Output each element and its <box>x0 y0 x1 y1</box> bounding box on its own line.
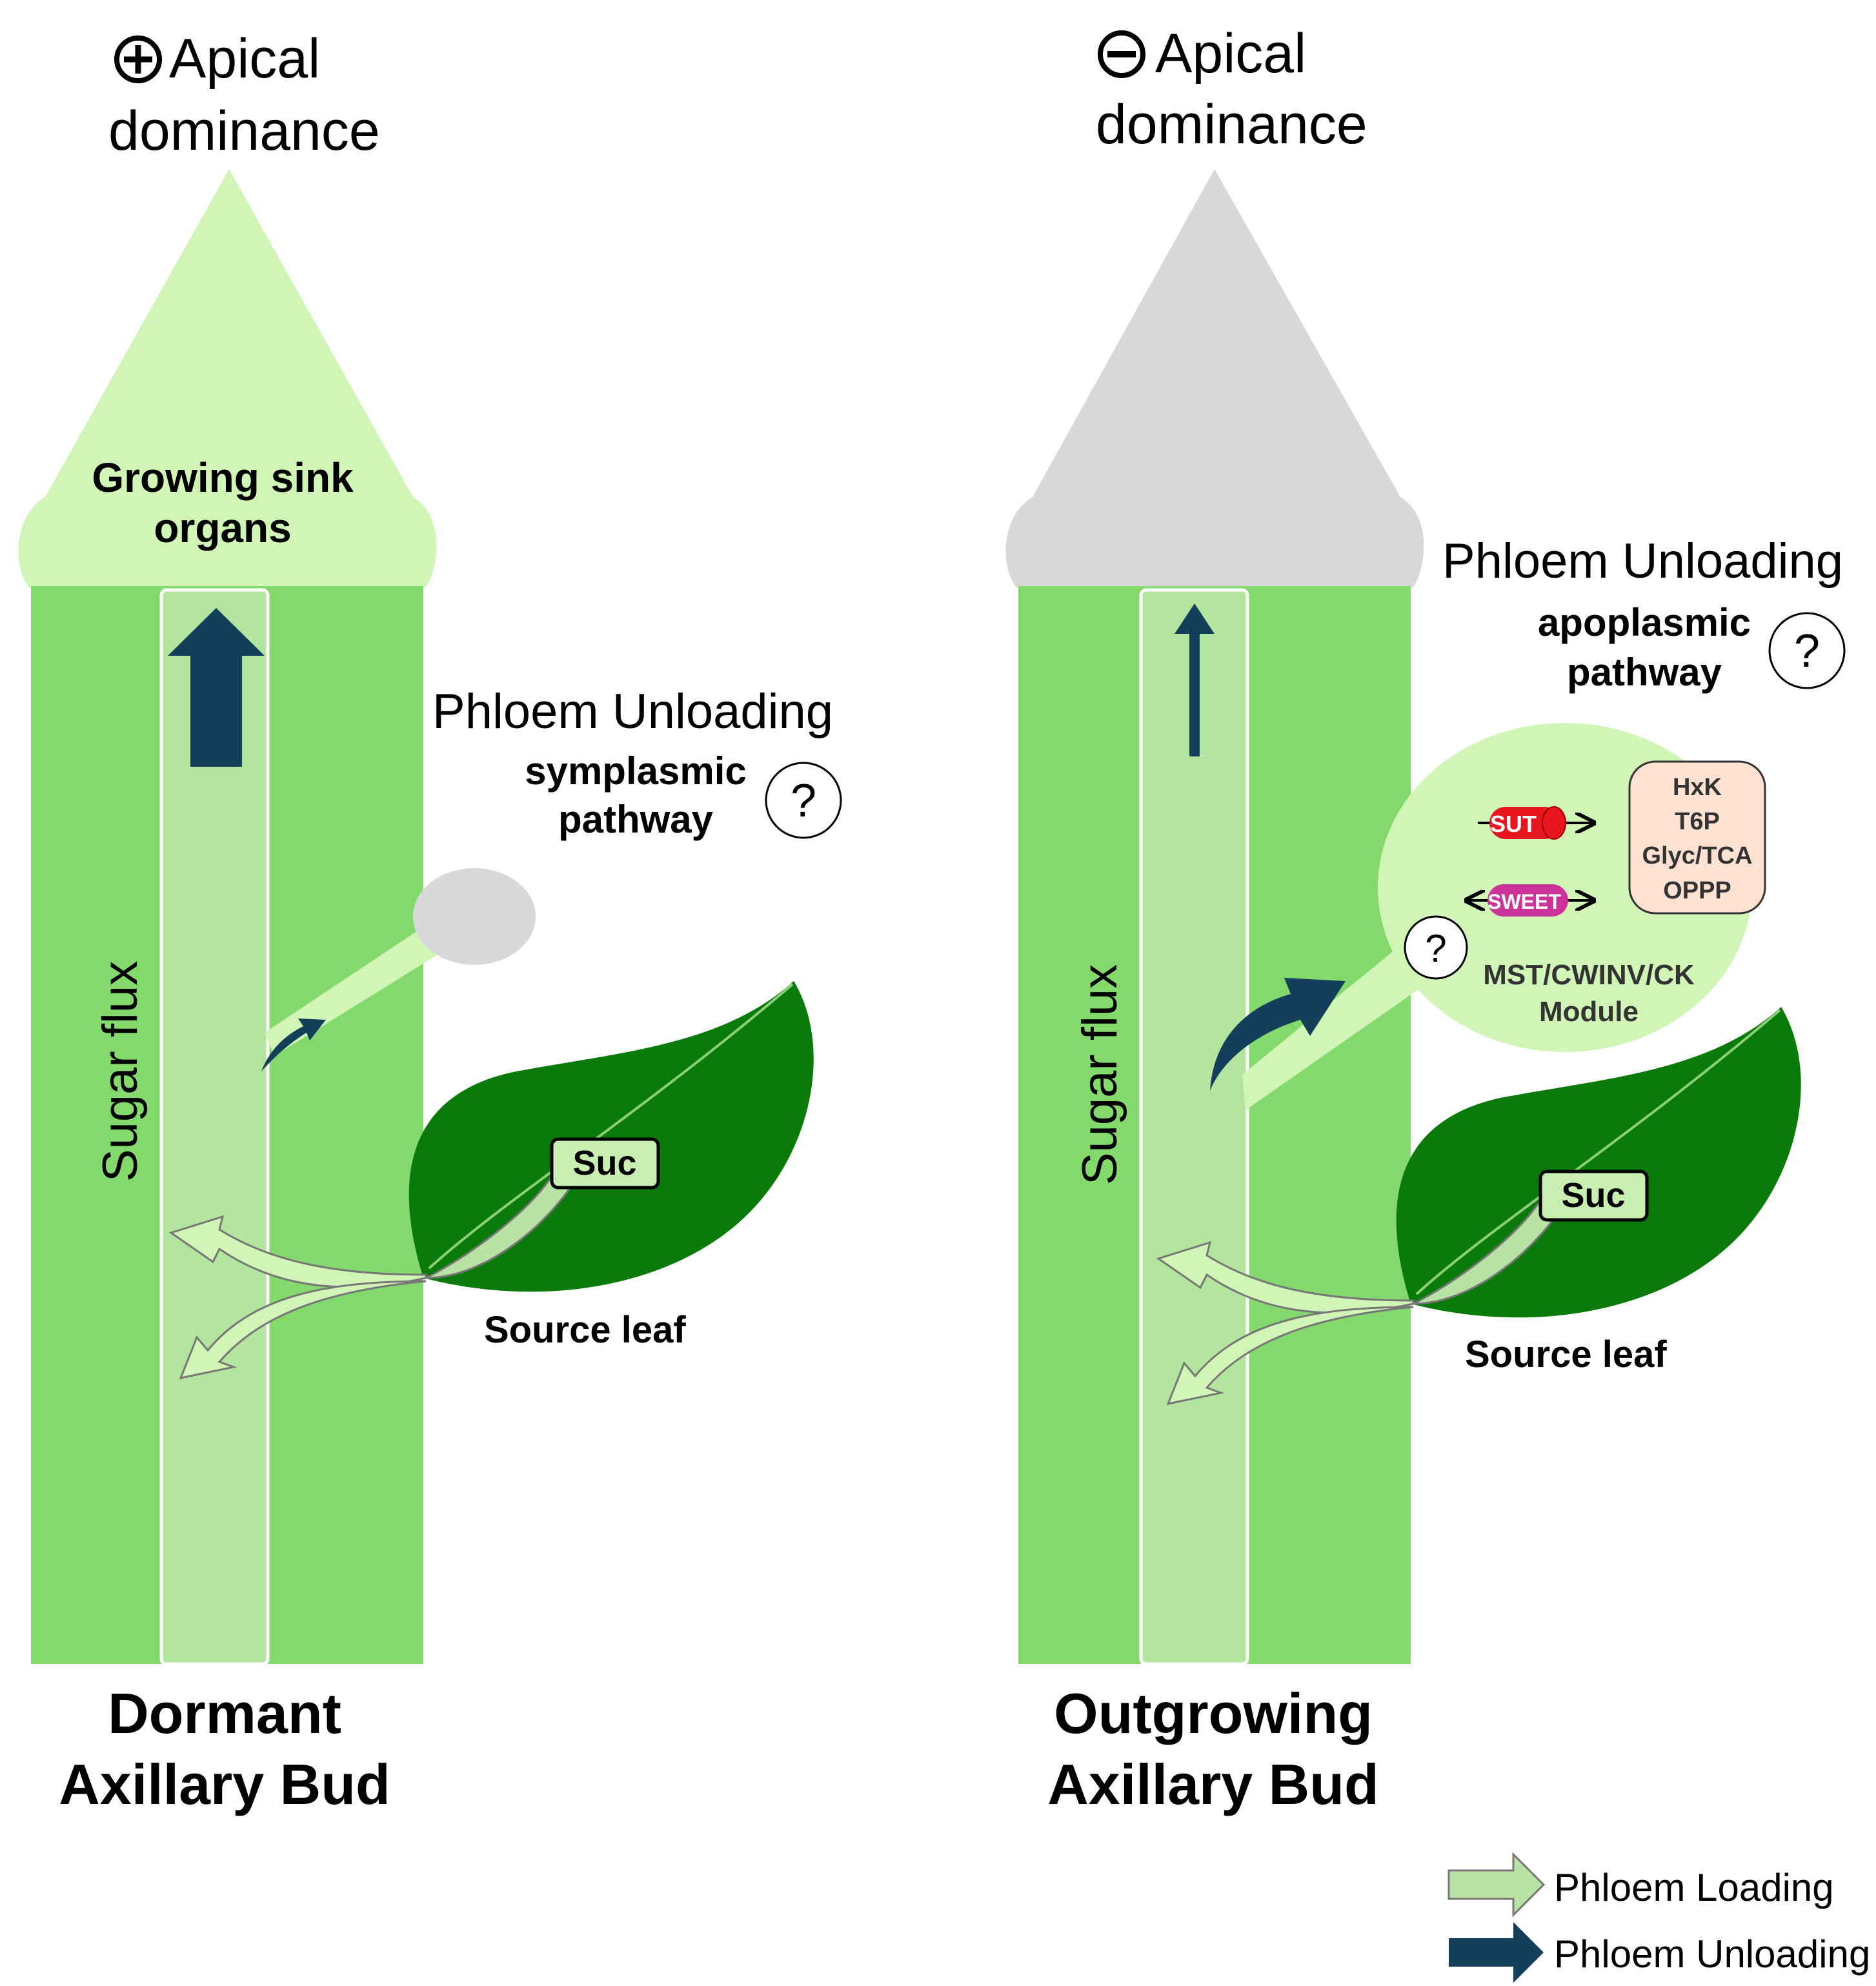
right-phloem-tube <box>1139 588 1249 1666</box>
right-suc-label: Suc <box>1561 1176 1625 1215</box>
left-pathway-line2: pathway <box>558 798 714 841</box>
right-bud-line2: Axillary Bud <box>1047 1752 1378 1816</box>
left-suc-label: Suc <box>572 1144 636 1182</box>
left-apical-line2: dominance <box>108 100 380 162</box>
left-bud-line1: Dormant <box>108 1681 341 1745</box>
left-phloem-tube <box>159 588 270 1666</box>
right-metab-box <box>1628 760 1766 915</box>
right-sweet-body <box>1488 884 1568 917</box>
left-loading-arrow-down <box>179 1280 427 1380</box>
right-question-circle <box>1768 612 1846 689</box>
right-bud-line1: Outgrowing <box>1054 1681 1373 1745</box>
right-source-leaf <box>1396 1007 1801 1318</box>
right-sweet-label: SWEET <box>1488 890 1561 913</box>
left-apex-shape <box>18 169 437 587</box>
left-sink-line1: Growing sink <box>92 454 354 501</box>
right-sut-label: SUT <box>1490 811 1537 837</box>
left-dormant-bud <box>413 868 536 965</box>
left-unloading-arrow-small <box>261 1018 326 1071</box>
legend-unloading-label: Phloem Unloading <box>1554 1932 1870 1976</box>
right-unloading-arrow-curved <box>1210 978 1346 1091</box>
right-module-line1: MST/CWINV/CK <box>1483 959 1695 991</box>
right-metab-3: Glyc/TCA <box>1642 842 1752 869</box>
left-unloading-title: Phloem Unloading <box>432 684 833 739</box>
right-loading-arrow-down <box>1166 1306 1414 1406</box>
legend-loading-arrow-icon <box>1447 1852 1546 1918</box>
left-suc-box <box>550 1137 660 1190</box>
right-metab-2: T6P <box>1675 808 1720 835</box>
right-sut-cap <box>1542 806 1566 840</box>
left-source-leaf-label: Source leaf <box>484 1309 686 1351</box>
left-question-mark: ? <box>791 775 816 827</box>
minus-circle-icon <box>1098 30 1145 78</box>
right-module-question-circle <box>1404 915 1468 980</box>
left-apical-line1: Apical <box>169 28 320 90</box>
left-unloading-arrow-large <box>168 608 265 767</box>
left-sugar-flux: Sugar flux <box>93 961 148 1182</box>
right-pathway-line2: pathway <box>1567 651 1722 694</box>
right-panel: HxK T6P Glyc/TCA OPPP SUT SWEET ? MST/CW… <box>1005 23 1846 1816</box>
legend-loading-label: Phloem Loading <box>1554 1866 1834 1909</box>
right-apical-line1: Apical <box>1155 23 1306 85</box>
right-source-leaf-label: Source leaf <box>1465 1333 1667 1375</box>
right-suc-box <box>1538 1170 1649 1222</box>
right-module-line2: Module <box>1539 996 1639 1028</box>
left-question-circle <box>765 762 842 839</box>
plus-circle-icon <box>114 35 162 83</box>
right-unloading-title: Phloem Unloading <box>1442 534 1843 589</box>
right-sut-body <box>1489 807 1560 839</box>
right-pathway-line1: apoplasmic <box>1538 601 1751 644</box>
left-sink-line2: organs <box>154 505 291 551</box>
right-question-mark: ? <box>1794 625 1820 677</box>
legend-unloading-arrow-icon <box>1449 1922 1544 1983</box>
left-panel: Suc ? Apical dominance Growing sink orga… <box>18 28 842 1816</box>
right-bud-branch <box>1242 929 1449 1110</box>
right-unloading-arrow-thin <box>1175 603 1215 756</box>
right-sugar-flux: Sugar flux <box>1073 964 1127 1185</box>
right-apex-shape <box>1005 169 1424 587</box>
right-metab-1: HxK <box>1673 774 1722 801</box>
right-metab-4: OPPP <box>1663 877 1731 904</box>
left-pathway-line1: symplasmic <box>525 749 747 793</box>
right-apical-line2: dominance <box>1096 94 1367 156</box>
plus-icon-bars <box>124 45 152 74</box>
left-bud-line2: Axillary Bud <box>59 1752 390 1816</box>
legend: Phloem Loading Phloem Unloading <box>1447 1852 1870 1983</box>
left-source-leaf <box>408 981 814 1292</box>
right-module-question-mark: ? <box>1425 927 1446 970</box>
